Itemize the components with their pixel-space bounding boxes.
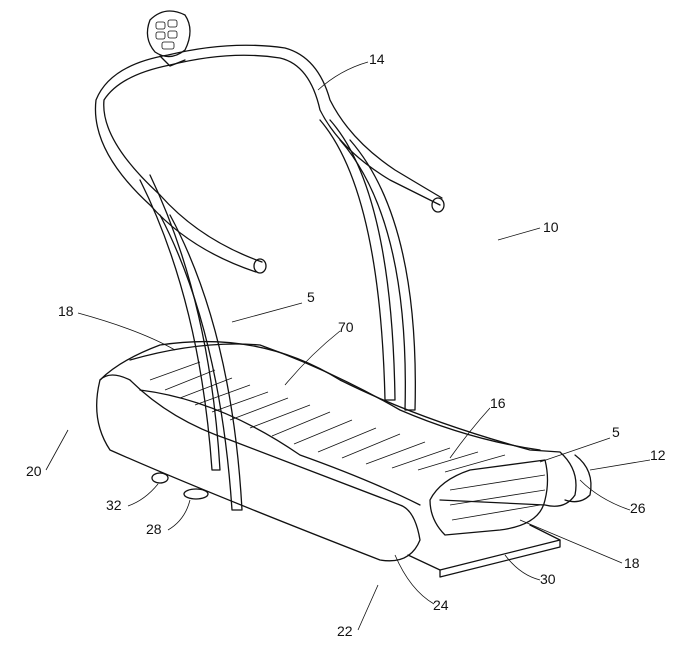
label-18-left: 18 — [58, 303, 74, 319]
label-5-right: 5 — [612, 424, 620, 440]
running-belt-slats — [149, 361, 546, 521]
leader-lines — [45, 61, 651, 631]
label-12: 12 — [650, 447, 666, 463]
frame-uprights — [139, 119, 416, 511]
label-14: 14 — [369, 51, 385, 67]
label-5-top: 5 — [307, 289, 315, 305]
label-16: 16 — [490, 395, 506, 411]
handlebar — [94, 44, 445, 274]
label-20: 20 — [26, 463, 42, 479]
label-18-right: 18 — [624, 555, 640, 571]
label-28: 28 — [146, 521, 162, 537]
label-70: 70 — [338, 319, 354, 335]
label-26: 26 — [630, 500, 646, 516]
treadmill-base — [96, 340, 592, 578]
label-32: 32 — [106, 497, 122, 513]
label-30: 30 — [540, 571, 556, 587]
label-22: 22 — [337, 623, 353, 639]
label-24: 24 — [433, 597, 449, 613]
label-10: 10 — [543, 219, 559, 235]
